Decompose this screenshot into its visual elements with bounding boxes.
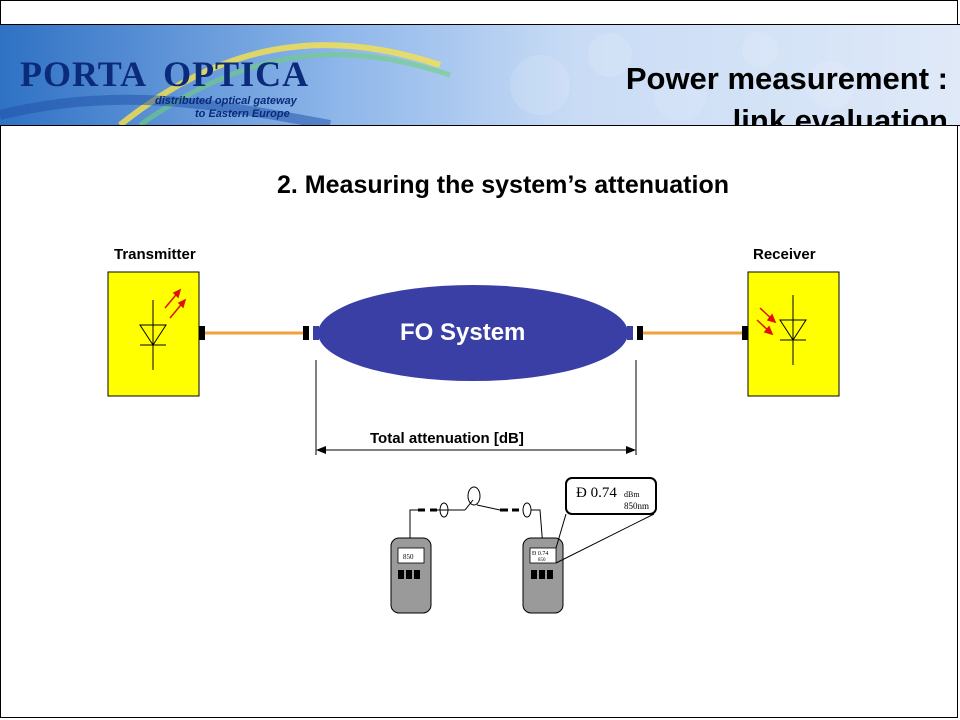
logo-wordmark: PORTA OPTICA <box>20 53 309 95</box>
page-title-line-1: Power measurement : <box>625 61 948 96</box>
right-meter-wavelength: 850 <box>538 558 546 563</box>
incoming-light-arrows-icon <box>756 307 777 336</box>
porta-optica-logo: PORTA OPTICA distributed optical gateway … <box>0 25 320 125</box>
enlarged-readout: Đ 0.74 <box>576 485 617 501</box>
section-title: 2. Measuring the system’s attenuation <box>277 171 729 199</box>
right-meter-readout: Đ 0.74 <box>532 551 548 557</box>
fo-right-connector <box>637 326 643 340</box>
photodiode-icon <box>779 295 807 365</box>
receiver-label: Receiver <box>753 246 816 263</box>
enlarged-wavelength: 850nm <box>624 501 649 511</box>
fo-right-connector-inner <box>627 326 633 340</box>
left-meter-readout: 850 <box>403 553 414 561</box>
page-title: Power measurement : link evaluation <box>625 58 948 126</box>
fo-left-connector <box>303 326 309 340</box>
logo-tagline-line-2: to Eastern Europe <box>195 108 290 120</box>
transmitter-connector <box>199 326 205 340</box>
attenuation-arrowhead-left <box>316 446 326 454</box>
led-icon <box>139 300 167 370</box>
transmitter-label: Transmitter <box>114 246 196 263</box>
receiver-connector <box>742 326 748 340</box>
power-meter-right-icon <box>522 537 564 614</box>
emission-arrows-icon <box>164 288 187 319</box>
enlarged-readout-unit: dBm <box>624 490 640 499</box>
page-title-line-2: link evaluation <box>732 103 948 126</box>
callout-line-top <box>555 513 567 549</box>
power-meter-left-icon <box>390 537 432 614</box>
logo-text-optica: OPTICA <box>163 54 310 94</box>
attenuation-arrowhead-right <box>626 446 636 454</box>
logo-tagline: distributed optical gateway to Eastern E… <box>155 95 297 121</box>
fo-left-connector-inner <box>313 326 319 340</box>
attenuation-label: Total attenuation [dB] <box>370 430 524 447</box>
logo-text-porta: PORTA <box>20 54 148 94</box>
logo-tagline-line-1: distributed optical gateway <box>155 95 297 107</box>
fo-system-ellipse <box>318 285 628 381</box>
callout-line-bottom <box>555 513 655 564</box>
enlarged-display <box>565 477 657 515</box>
fo-system-label: FO System <box>400 319 526 346</box>
